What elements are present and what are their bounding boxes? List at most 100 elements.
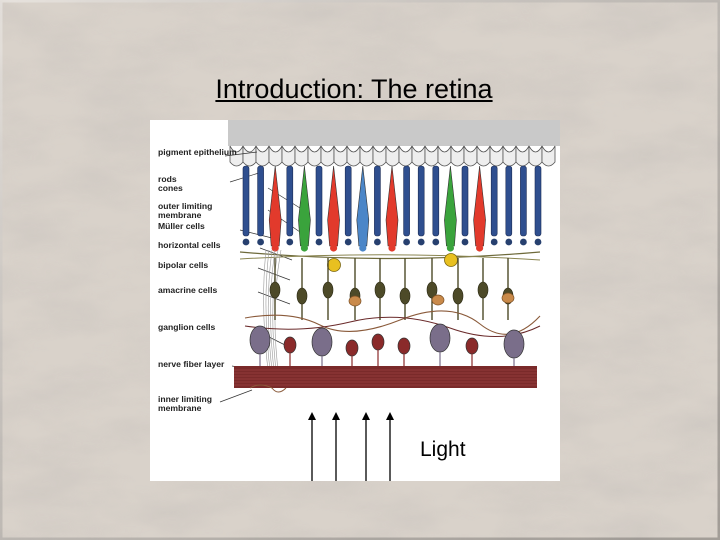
label-outer-limiting-membrane: outer limiting membrane: [158, 202, 238, 220]
rod-nucleus: [403, 239, 410, 246]
bipolar-cell: [323, 282, 333, 298]
light-arrowhead: [386, 412, 394, 420]
label-bipolar-cells: bipolar cells: [158, 261, 238, 270]
slide-title: Introduction: The retina: [0, 74, 708, 105]
cone-cell: [474, 166, 486, 246]
rod-cell: [345, 166, 351, 236]
rod-nucleus: [286, 239, 293, 246]
light-arrowhead: [308, 412, 316, 420]
pigment-cell: [321, 146, 334, 166]
label-muller-cells: Müller cells: [158, 222, 238, 231]
retina-diagram: pigment epithelium rods cones outer limi…: [150, 120, 560, 481]
pigment-cell: [490, 146, 503, 166]
ganglion-cell: [372, 334, 384, 350]
rod-cell: [258, 166, 264, 236]
rod-cell: [462, 166, 468, 236]
cone-nucleus: [447, 244, 454, 251]
pigment-cell: [256, 146, 269, 166]
cone-cell: [444, 166, 456, 246]
bipolar-cell: [297, 288, 307, 304]
pigment-cell: [425, 146, 438, 166]
pigment-cell: [529, 146, 542, 166]
cone-nucleus: [359, 244, 366, 251]
cone-cell: [269, 166, 281, 246]
horizontal-cell: [445, 254, 458, 267]
cone-cell: [328, 166, 340, 246]
pigment-cell: [269, 146, 282, 166]
cone-nucleus: [301, 244, 308, 251]
light-label: Light: [420, 438, 466, 462]
rod-nucleus: [418, 239, 425, 246]
pigment-epithelium-band: [228, 120, 560, 146]
cone-cell: [386, 166, 398, 246]
rod-nucleus: [432, 239, 439, 246]
rod-cell: [316, 166, 322, 236]
rod-nucleus: [374, 239, 381, 246]
pigment-cell: [477, 146, 490, 166]
pigment-cell: [308, 146, 321, 166]
label-pigment-epithelium: pigment epithelium: [158, 148, 238, 157]
rod-cell: [418, 166, 424, 236]
inner-plexiform-line: [245, 317, 540, 336]
pigment-cell: [334, 146, 347, 166]
pigment-cell: [438, 146, 451, 166]
rod-cell: [520, 166, 526, 236]
rod-cell: [243, 166, 249, 236]
ganglion-cell: [346, 340, 358, 356]
ganglion-cell: [466, 338, 478, 354]
cone-nucleus: [388, 244, 395, 251]
rod-cell: [404, 166, 410, 236]
pigment-cell: [386, 146, 399, 166]
pigment-cell: [516, 146, 529, 166]
rod-cell: [491, 166, 497, 236]
amacrine-cell: [502, 293, 514, 303]
cone-cell: [298, 166, 310, 246]
muller-cell-strand: [275, 250, 281, 378]
pigment-cell: [360, 146, 373, 166]
rod-cell: [506, 166, 512, 236]
rod-nucleus: [345, 239, 352, 246]
pigment-cell: [347, 146, 360, 166]
pigment-cell: [412, 146, 425, 166]
pigment-cell: [243, 146, 256, 166]
pigment-cell: [399, 146, 412, 166]
label-ganglion-cells: ganglion cells: [158, 323, 238, 332]
bipolar-cell: [400, 288, 410, 304]
rod-nucleus: [520, 239, 527, 246]
rod-nucleus: [316, 239, 323, 246]
label-amacrine-cells: amacrine cells: [158, 286, 238, 295]
label-nerve-fiber-layer: nerve fiber layer: [158, 360, 238, 369]
rod-nucleus: [535, 239, 542, 246]
ganglion-cell: [312, 328, 332, 356]
pigment-cell: [282, 146, 295, 166]
rod-cell: [287, 166, 293, 236]
rod-nucleus: [257, 239, 264, 246]
cone-cell: [357, 166, 369, 246]
rod-cell: [374, 166, 380, 236]
rod-nucleus: [491, 239, 498, 246]
ganglion-cell: [430, 324, 450, 352]
bipolar-cell: [453, 288, 463, 304]
cone-nucleus: [330, 244, 337, 251]
bipolar-cell: [270, 282, 280, 298]
rod-cell: [433, 166, 439, 236]
ganglion-cell: [398, 338, 410, 354]
bipolar-cell: [375, 282, 385, 298]
label-cones: cones: [158, 184, 238, 193]
pigment-cell: [295, 146, 308, 166]
pigment-cell: [373, 146, 386, 166]
light-arrowhead: [332, 412, 340, 420]
rod-nucleus: [462, 239, 469, 246]
bipolar-cell: [478, 282, 488, 298]
horizontal-cell: [328, 259, 341, 272]
label-horizontal-cells: horizontal cells: [158, 241, 238, 250]
pigment-cell: [451, 146, 464, 166]
pigment-cell: [503, 146, 516, 166]
rod-nucleus: [243, 239, 250, 246]
cone-nucleus: [476, 244, 483, 251]
rod-cell: [535, 166, 541, 236]
inner-plexiform-line: [245, 311, 540, 334]
rod-nucleus: [505, 239, 512, 246]
label-leader: [258, 268, 290, 280]
pigment-cell: [542, 146, 555, 166]
